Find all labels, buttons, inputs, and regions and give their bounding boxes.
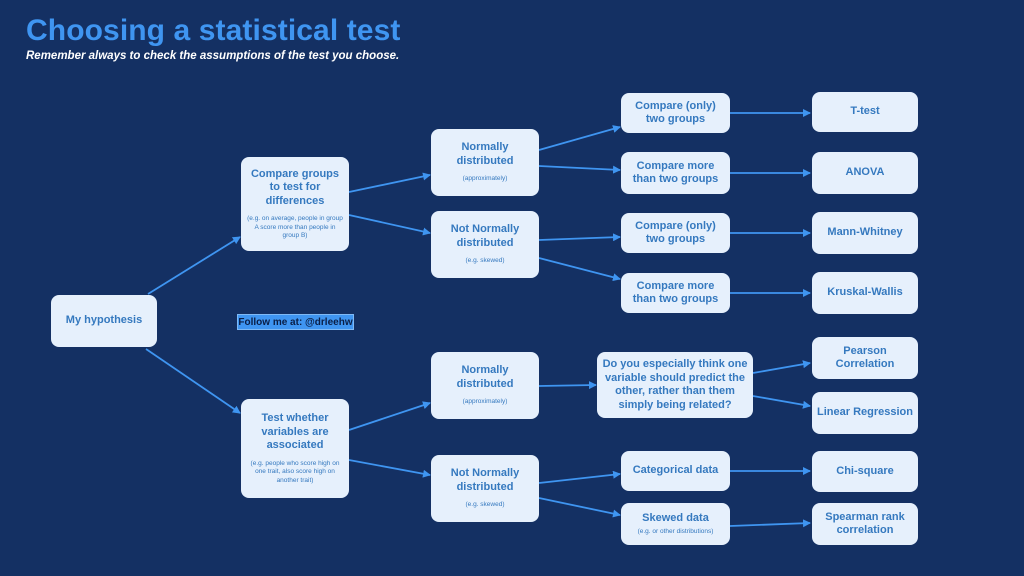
arrow-question-to-regression <box>752 395 811 409</box>
arrow-notnormal1-to-twogroups <box>538 233 621 242</box>
page-title: Choosing a statistical test <box>26 14 401 47</box>
arrow-hypothesis-to-associated <box>145 348 241 414</box>
node-label: Do you especially think one variable sho… <box>602 358 748 411</box>
node-not-normally-distributed-groups: Not Normally distributed (e.g. skewed) <box>431 211 539 278</box>
node-label: Spearman rank correlation <box>825 510 905 537</box>
node-label: Linear Regression <box>817 406 913 419</box>
node-note: (e.g. skewed) <box>465 257 505 265</box>
node-kruskal-wallis: Kruskal-Wallis <box>812 272 918 314</box>
node-label: Not Normally distributed <box>450 223 520 249</box>
node-note: (e.g. skewed) <box>465 501 505 509</box>
node-skewed-data: Skewed data (e.g. or other distributions… <box>621 503 730 545</box>
node-normally-distributed-assoc: Normally distributed (approximately) <box>431 352 539 419</box>
page-subtitle: Remember always to check the assumptions… <box>26 50 400 62</box>
arrow-normal2-to-question <box>538 381 597 390</box>
arrow-normal1-to-twogroups <box>538 125 621 151</box>
arrow-hypothesis-to-compare <box>147 236 241 295</box>
node-note: (approximately) <box>462 175 508 183</box>
arrow-notnormal2-to-categorical <box>538 470 621 484</box>
node-compare-more-groups-normal: Compare more than two groups <box>621 152 730 194</box>
node-note: (e.g. on average, people in group A scor… <box>247 215 343 239</box>
node-label: Compare groups to test for differences <box>250 167 339 207</box>
node-note: (e.g. or other distributions) <box>637 527 714 535</box>
arrow-question-to-pearson <box>752 360 811 374</box>
node-categorical-data: Categorical data <box>621 451 730 491</box>
node-label: Not Normally distributed <box>450 467 520 493</box>
node-label: Test whether variables are associated <box>261 412 329 451</box>
node-label: Compare (only) two groups <box>635 99 716 126</box>
node-not-normally-distributed-assoc: Not Normally distributed (e.g. skewed) <box>431 455 539 522</box>
node-my-hypothesis: My hypothesis <box>51 295 157 347</box>
node-t-test: T-test <box>812 92 918 132</box>
node-label: Mann-Whitney <box>827 226 903 239</box>
node-chi-square: Chi-square <box>812 451 918 492</box>
node-test-association: Test whether variables are associated (e… <box>241 399 349 498</box>
node-label: T-test <box>850 105 880 118</box>
node-label: Normally distributed <box>456 141 514 167</box>
node-note: (approximately) <box>462 398 508 406</box>
node-compare-more-groups-skewed: Compare more than two groups <box>621 273 730 313</box>
node-label: Compare (only) two groups <box>635 219 716 246</box>
node-label: Kruskal-Wallis <box>827 286 903 299</box>
node-predict-question: Do you especially think one variable sho… <box>597 352 753 418</box>
node-spearman-rank-correlation: Spearman rank correlation <box>812 503 918 545</box>
arrow-notnormal1-to-moregroups <box>538 257 621 282</box>
arrow-associated-to-notnormal <box>348 459 431 478</box>
node-label: Chi-square <box>836 464 894 477</box>
node-compare-two-groups-skewed: Compare (only) two groups <box>621 213 730 253</box>
node-label: Compare more than two groups <box>632 159 719 186</box>
arrow-associated-to-normal <box>348 401 431 431</box>
node-label: My hypothesis <box>65 314 143 327</box>
node-label: ANOVA <box>845 166 885 179</box>
arrow-notnormal2-to-skewed <box>538 497 621 518</box>
node-anova: ANOVA <box>812 152 918 194</box>
node-compare-two-groups-normal: Compare (only) two groups <box>621 93 730 133</box>
node-label: Compare more than two groups <box>632 279 719 306</box>
node-compare-groups: Compare groups to test for differences (… <box>241 157 349 251</box>
arrow-skewed-to-spearman <box>729 519 811 528</box>
node-label: Skewed data <box>642 512 709 524</box>
node-pearson-correlation: Pearson Correlation <box>812 337 918 379</box>
node-normally-distributed-groups: Normally distributed (approximately) <box>431 129 539 196</box>
arrow-compare-to-notnormal <box>348 214 431 236</box>
node-mann-whitney: Mann-Whitney <box>812 212 918 254</box>
node-note: (e.g. people who score high on one trait… <box>250 459 340 484</box>
follow-handle: Follow me at: @drleehw <box>237 314 354 330</box>
node-label: Normally distributed <box>456 364 514 390</box>
node-linear-regression: Linear Regression <box>812 392 918 434</box>
node-label: Categorical data <box>632 464 719 477</box>
arrow-normal1-to-moregroups <box>538 165 621 174</box>
arrow-compare-to-normal <box>348 172 431 193</box>
node-label: Pearson Correlation <box>835 344 895 371</box>
